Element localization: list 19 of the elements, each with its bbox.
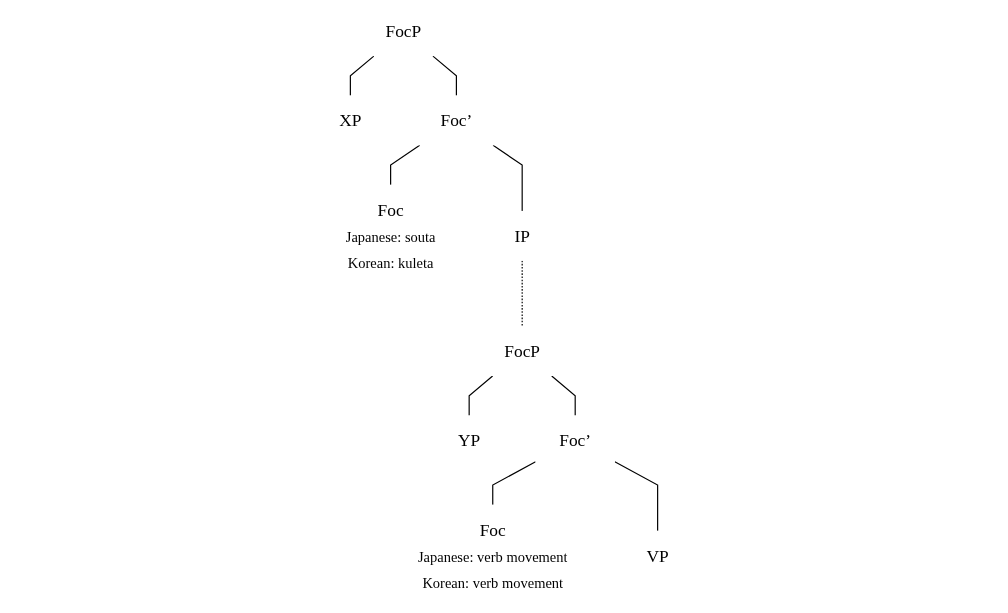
- node-text: XP: [339, 110, 362, 131]
- node-text: IP: [514, 225, 530, 246]
- connector: [492, 461, 537, 506]
- connector: [432, 55, 457, 97]
- node-text: FocP: [504, 341, 541, 362]
- connector: [349, 55, 375, 97]
- node-text: Foc Japanese: verb movement Korean: verb movement: [417, 519, 568, 591]
- node-text: FocP: [385, 21, 422, 42]
- node-text: Foc’: [440, 110, 473, 131]
- connector: [614, 461, 659, 532]
- connector: [521, 260, 523, 327]
- connector: [390, 144, 421, 186]
- connector: [551, 375, 576, 417]
- node-text: Foc’: [559, 430, 592, 451]
- node-text: Foc Japanese: souta Korean: kuleta: [345, 199, 436, 271]
- node-text: YP: [458, 430, 481, 451]
- connector: [468, 375, 494, 417]
- connector: [492, 144, 523, 212]
- node-text: VP: [646, 545, 669, 566]
